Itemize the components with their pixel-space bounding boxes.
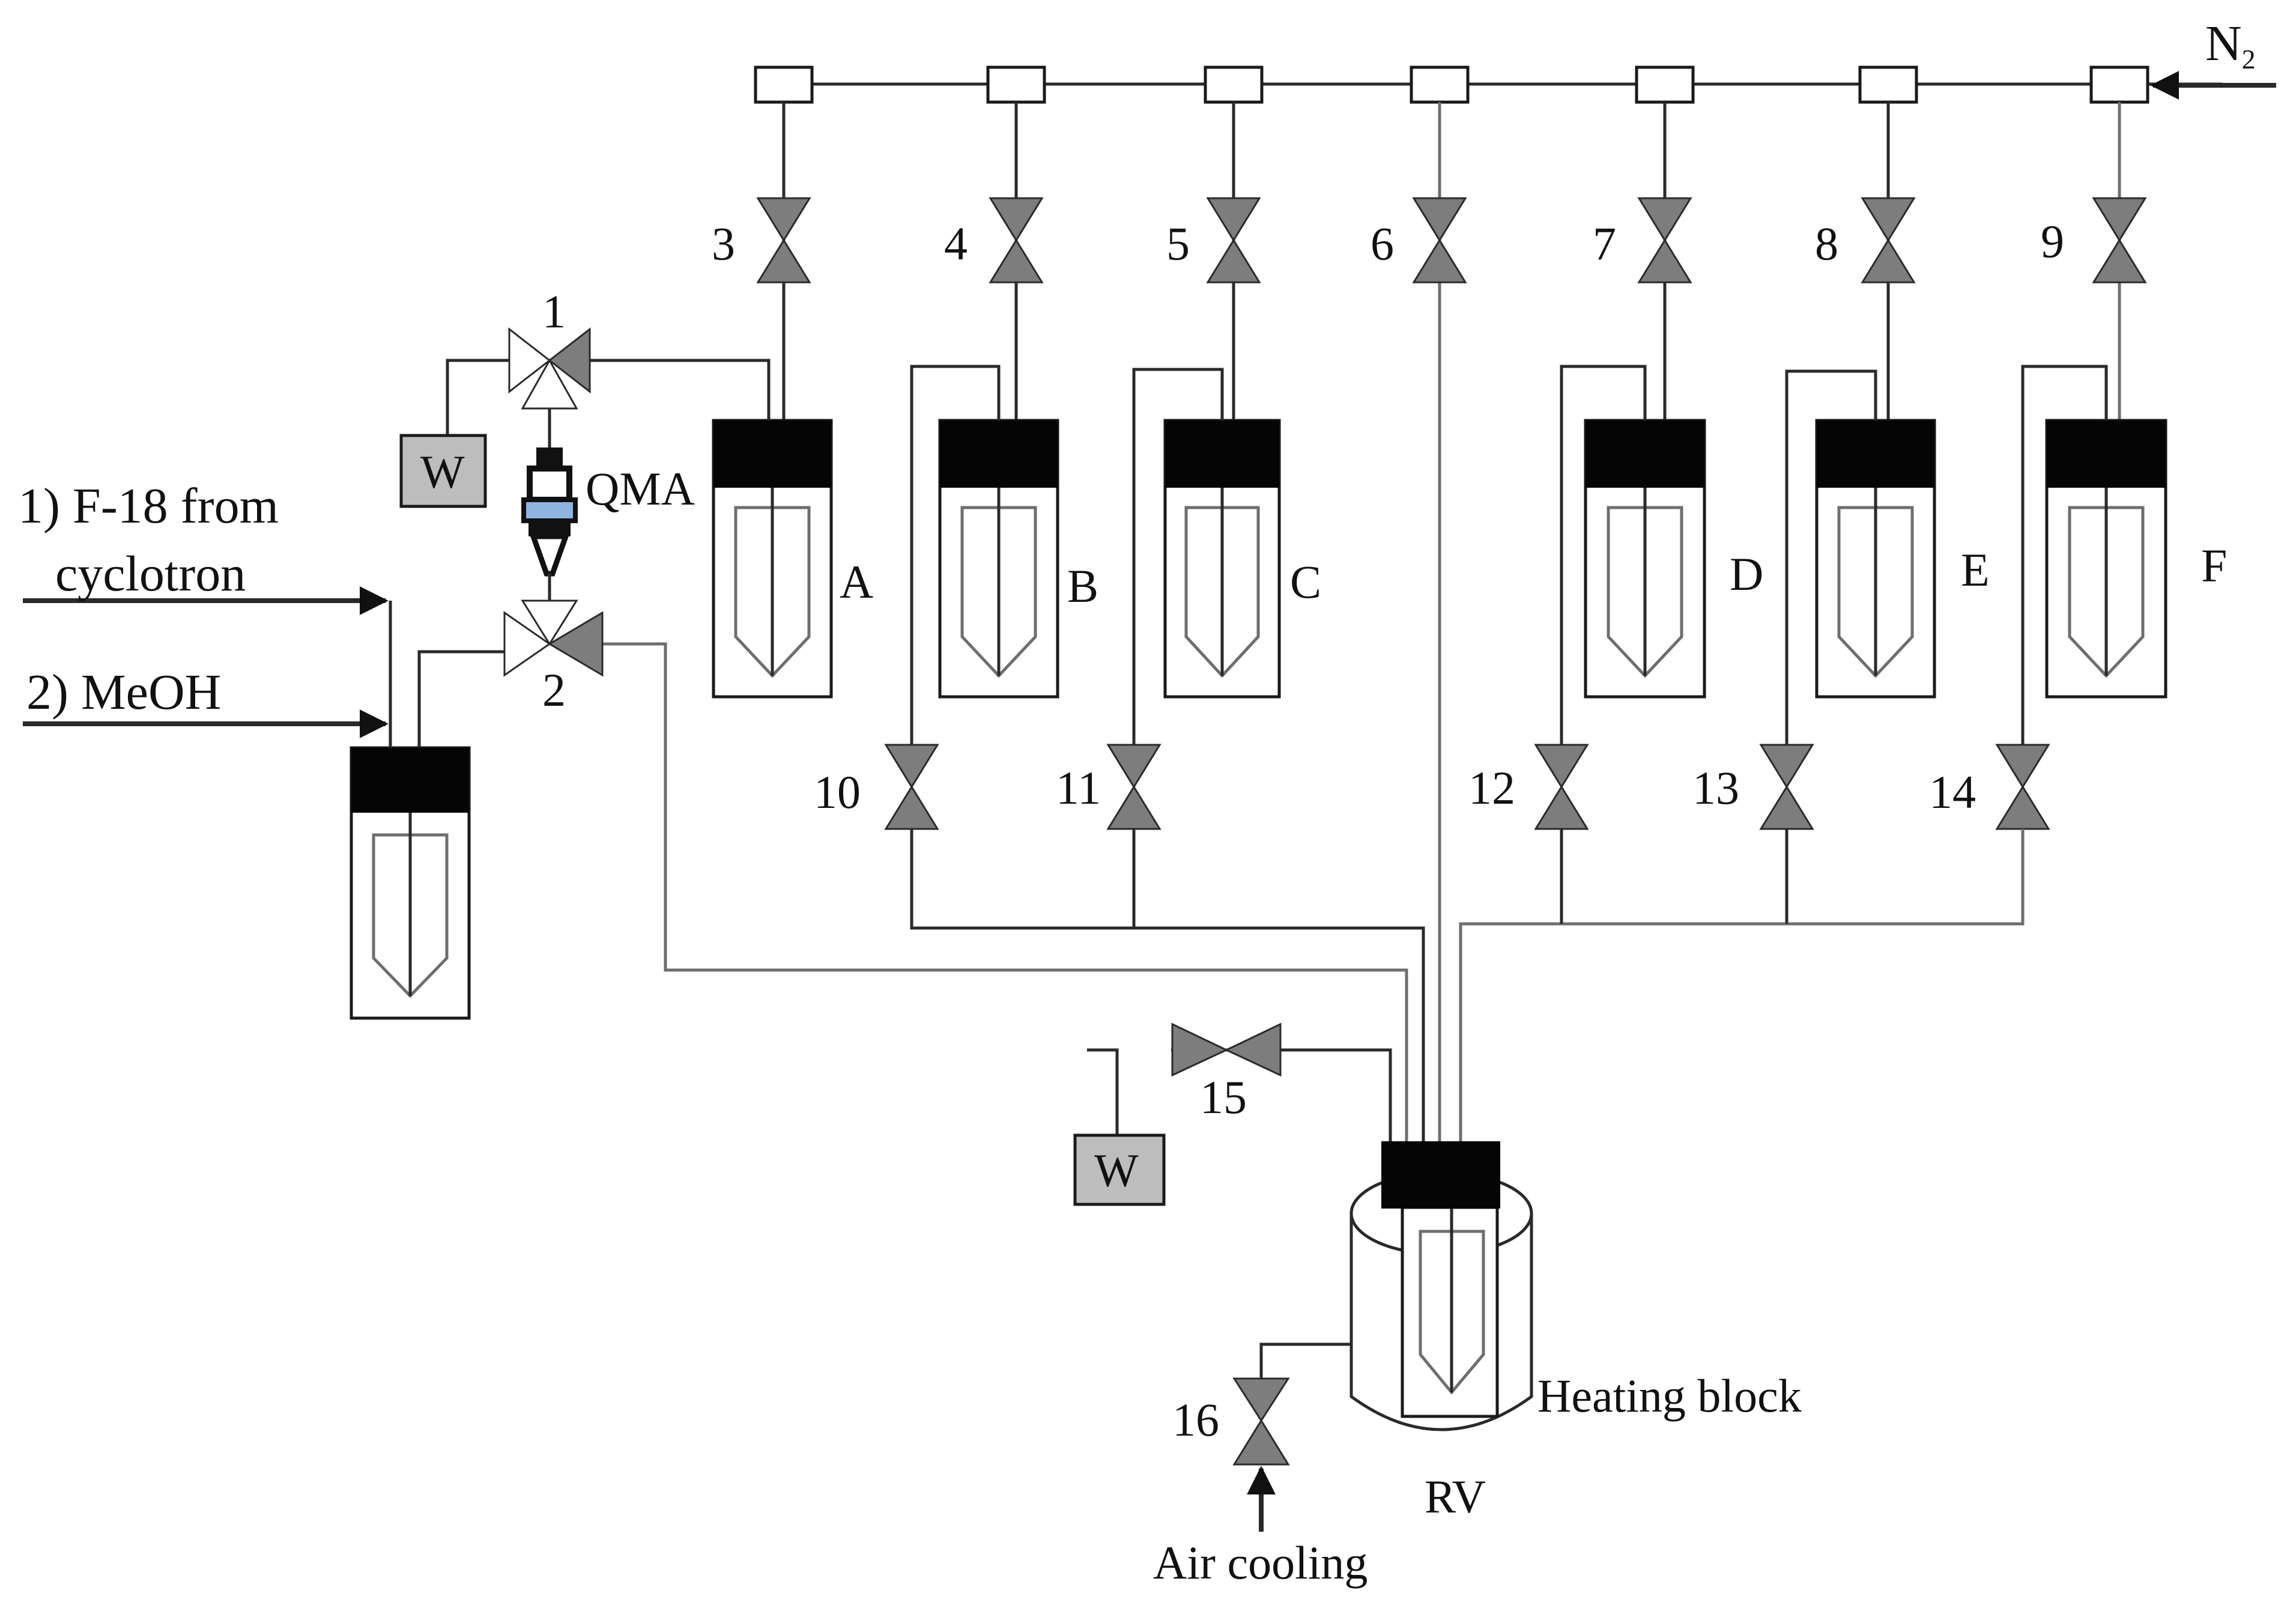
- waste-2: W: [1073, 1133, 1166, 1206]
- valve-6[interactable]: 6: [1371, 197, 1467, 284]
- valve-label: 1: [542, 285, 566, 338]
- valve-label: 10: [814, 766, 861, 818]
- vial-label: E: [1961, 544, 1990, 596]
- vial-a[interactable]: A: [712, 419, 873, 699]
- valve-label: 11: [1056, 762, 1101, 814]
- manifold-port: [986, 65, 1046, 104]
- manifold-port: [1635, 65, 1695, 104]
- valve-label: 2: [542, 664, 566, 716]
- vial-f[interactable]: F: [2045, 419, 2227, 699]
- valve-1[interactable]: 1: [508, 285, 591, 410]
- valve-label: 8: [1815, 217, 1838, 270]
- valve-label: 14: [1929, 766, 1976, 818]
- reaction-vessel[interactable]: RV Heating block: [1349, 1141, 1802, 1523]
- valve-4[interactable]: 4: [944, 197, 1044, 284]
- valve-label: 6: [1371, 217, 1394, 270]
- source-vial[interactable]: [350, 601, 471, 1020]
- vial-e[interactable]: E: [1815, 419, 1990, 699]
- input-1-label-cont: cyclotron: [55, 546, 246, 602]
- manifold-port: [1410, 65, 1470, 104]
- dispense-lines: [910, 365, 2108, 748]
- vial-label: F: [2201, 539, 2227, 592]
- manifold-port: [2089, 65, 2149, 104]
- valve-label: 7: [1593, 217, 1616, 270]
- valve-label: 5: [1166, 217, 1190, 270]
- heating-block-label: Heating block: [1537, 1370, 1802, 1422]
- valve-8[interactable]: 8: [1815, 197, 1916, 284]
- waste-label: W: [420, 446, 465, 498]
- waste-1: W: [399, 434, 487, 508]
- vial-label: B: [1067, 560, 1098, 612]
- air-cooling-label: Air cooling: [1153, 1537, 1368, 1589]
- valve-16[interactable]: 16: [1172, 1377, 1290, 1466]
- manifold-port: [1204, 65, 1264, 104]
- valve-13[interactable]: 13: [1692, 744, 1814, 830]
- reactor-label: RV: [1425, 1470, 1486, 1523]
- valve-label: 16: [1172, 1394, 1219, 1446]
- valve-label: 4: [944, 217, 968, 270]
- valve-label: 15: [1200, 1071, 1247, 1123]
- input-arrows: 1) F-18 from cyclotron 2) MeOH: [18, 478, 389, 738]
- input-2-label: 2) MeOH: [26, 664, 221, 720]
- valve-12[interactable]: 12: [1468, 744, 1589, 830]
- valve-2[interactable]: 2: [503, 599, 604, 716]
- valve-7[interactable]: 7: [1593, 197, 1692, 284]
- valve-9[interactable]: 9: [2041, 197, 2147, 284]
- valve-3[interactable]: 3: [712, 197, 811, 284]
- vial-label: D: [1730, 548, 1763, 600]
- nitrogen-manifold: N2: [754, 16, 2276, 104]
- valve-5[interactable]: 5: [1166, 197, 1261, 284]
- manifold-port: [754, 65, 814, 104]
- waste-label: W: [1094, 1144, 1139, 1197]
- valve-label: 3: [712, 217, 735, 270]
- vial-label: A: [840, 556, 873, 608]
- valve-14[interactable]: 14: [1929, 744, 2050, 830]
- nitrogen-label: N2: [2205, 16, 2256, 74]
- qma-cartridge[interactable]: QMA: [521, 408, 695, 604]
- valve-10[interactable]: 10: [814, 744, 939, 830]
- collector-lines: [602, 642, 2025, 1141]
- vial-c[interactable]: C: [1163, 419, 1321, 699]
- vial-b[interactable]: B: [938, 419, 1098, 699]
- cartridge-label: QMA: [586, 463, 695, 515]
- input-1-label: 1) F-18 from: [18, 478, 279, 534]
- valve-label: 12: [1468, 762, 1515, 814]
- valve-15[interactable]: 15: [1171, 1022, 1282, 1123]
- manifold-port: [1858, 65, 1918, 104]
- vial-label: C: [1290, 556, 1321, 608]
- valve-label: 9: [2041, 215, 2064, 267]
- vial-d[interactable]: D: [1584, 419, 1763, 699]
- valve-11[interactable]: 11: [1056, 744, 1162, 830]
- valve-label: 13: [1692, 762, 1739, 814]
